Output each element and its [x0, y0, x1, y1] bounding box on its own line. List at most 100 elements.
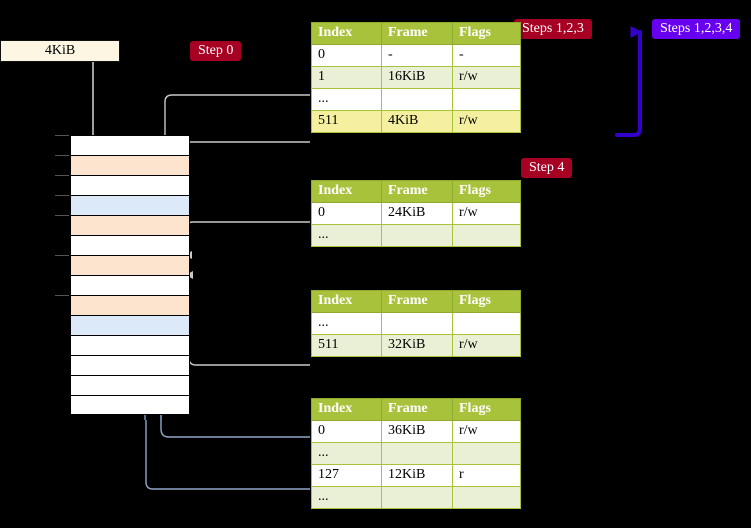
cell-frame	[381, 312, 453, 335]
column-header-flags: Flags	[452, 180, 521, 203]
memory-frame-row	[70, 295, 190, 315]
table-row: 127 12KiB r	[311, 464, 521, 487]
cell-index: 511	[311, 110, 382, 133]
table-row: 0 24KiB r/w	[311, 202, 521, 225]
memory-frame-row	[70, 215, 190, 235]
memory-frame-row	[70, 135, 190, 155]
column-header-index: Index	[311, 180, 382, 203]
cell-flags: -	[452, 44, 521, 67]
column-header-flags: Flags	[452, 22, 521, 45]
virtual-page-label: 4KiB	[44, 43, 76, 58]
cell-index: ...	[311, 88, 382, 111]
memory-frame-row	[70, 275, 190, 295]
cell-frame: 12KiB	[381, 464, 453, 487]
cell-flags: r/w	[452, 334, 521, 357]
table-row: ...	[311, 88, 521, 111]
cell-index: ...	[311, 224, 382, 247]
table-row: 0 - -	[311, 44, 521, 67]
column-header-frame: Frame	[381, 180, 453, 203]
table-row: 511 4KiB r/w	[311, 110, 521, 133]
table-row: 511 32KiB r/w	[311, 334, 521, 357]
cell-flags	[452, 442, 521, 465]
physical-memory-column	[55, 135, 190, 415]
badge-step-4: Step 4	[521, 158, 573, 179]
column-header-frame: Frame	[381, 22, 453, 45]
table-row: ...	[311, 486, 521, 509]
wire-table4-row127	[145, 420, 310, 490]
cell-frame: 36KiB	[381, 420, 453, 443]
cell-frame: 32KiB	[381, 334, 453, 357]
cell-flags	[452, 224, 521, 247]
cell-index: 127	[311, 464, 382, 487]
table-header-row: Index Frame Flags	[311, 22, 521, 45]
cell-flags: r/w	[452, 66, 521, 89]
memory-frame-row	[70, 375, 190, 395]
cell-index: 511	[311, 334, 382, 357]
memory-frame-row	[70, 355, 190, 375]
column-header-frame: Frame	[381, 398, 453, 421]
table-header-row: Index Frame Flags	[311, 180, 521, 203]
column-header-index: Index	[311, 398, 382, 421]
column-header-flags: Flags	[452, 290, 521, 313]
memory-frame-row	[70, 195, 190, 215]
page-table-level-2: Index Frame Flags 0 24KiB r/w ...	[311, 180, 521, 247]
memory-scale-tick	[55, 295, 69, 296]
memory-frame-row	[70, 155, 190, 175]
wire-table2-row0	[185, 221, 310, 279]
table-header-row: Index Frame Flags	[311, 290, 521, 313]
cell-index: ...	[311, 486, 382, 509]
cell-flags: r/w	[452, 202, 521, 225]
cell-frame: 16KiB	[381, 66, 453, 89]
memory-frame-row	[70, 235, 190, 255]
cell-index: ...	[311, 442, 382, 465]
memory-scale-tick	[55, 195, 69, 196]
memory-frame-row	[70, 335, 190, 355]
page-table-level-3: Index Frame Flags ... 511 32KiB r/w	[311, 290, 521, 357]
table-row: ...	[311, 224, 521, 247]
memory-scale-tick	[55, 175, 69, 176]
memory-scale-tick	[55, 135, 69, 136]
memory-frame-row	[70, 255, 190, 275]
cell-frame	[381, 88, 453, 111]
cell-index: 1	[311, 66, 382, 89]
bracket-steps-1234	[615, 26, 642, 137]
cell-flags: r/w	[452, 420, 521, 443]
cell-flags: r/w	[452, 110, 521, 133]
cell-frame: -	[381, 44, 453, 67]
table-row: 1 16KiB r/w	[311, 66, 521, 89]
cell-frame: 24KiB	[381, 202, 453, 225]
cell-flags	[452, 312, 521, 335]
cell-flags	[452, 486, 521, 509]
table-header-row: Index Frame Flags	[311, 398, 521, 421]
page-table-level-1: Index Frame Flags 0 - - 1 16KiB r/w ...	[311, 22, 521, 133]
badge-step-0: Step 0	[190, 41, 242, 62]
badge-steps-123: Steps 1,2,3	[514, 19, 592, 40]
cell-frame	[381, 224, 453, 247]
cell-index: 0	[311, 202, 382, 225]
memory-scale-tick	[55, 155, 69, 156]
memory-frame-row	[70, 175, 190, 195]
memory-scale-tick	[55, 255, 69, 256]
cell-index: 0	[311, 44, 382, 67]
column-header-frame: Frame	[381, 290, 453, 313]
cell-index: ...	[311, 312, 382, 335]
page-table-level-4: Index Frame Flags 0 36KiB r/w ... 127 12…	[311, 398, 521, 509]
column-header-index: Index	[311, 290, 382, 313]
cell-frame	[381, 442, 453, 465]
cell-index: 0	[311, 420, 382, 443]
cell-frame: 4KiB	[381, 110, 453, 133]
virtual-page-box: 4KiB	[0, 40, 120, 62]
cell-flags	[452, 88, 521, 111]
memory-frame-row	[70, 315, 190, 335]
column-header-index: Index	[311, 22, 382, 45]
table-row: 0 36KiB r/w	[311, 420, 521, 443]
memory-scale-tick	[55, 215, 69, 216]
table-row: ...	[311, 442, 521, 465]
wire-table3-row511	[182, 301, 310, 366]
column-header-flags: Flags	[452, 398, 521, 421]
badge-steps-1234: Steps 1,2,3,4	[652, 19, 741, 40]
memory-frame-row	[70, 395, 190, 415]
cell-flags: r	[452, 464, 521, 487]
table-row: ...	[311, 312, 521, 335]
